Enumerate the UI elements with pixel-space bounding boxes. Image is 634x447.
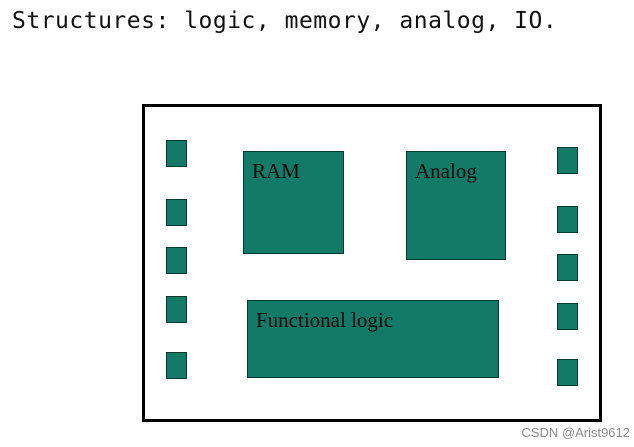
- slide-heading: Structures: logic, memory, analog, IO.: [12, 8, 558, 34]
- io-pad-right-1: [557, 147, 578, 174]
- io-pad-right-2: [557, 206, 578, 233]
- io-pad-left-5: [166, 352, 187, 379]
- chip-outline: RAM Analog Functional logic: [142, 104, 602, 422]
- io-pad-left-3: [166, 247, 187, 274]
- ram-block: RAM: [243, 151, 344, 254]
- csdn-watermark: CSDN @Arist9612: [521, 425, 630, 440]
- io-pad-left-1: [166, 140, 187, 167]
- functional-logic-block: Functional logic: [247, 300, 499, 378]
- io-pad-right-5: [557, 359, 578, 386]
- io-pad-right-3: [557, 254, 578, 281]
- io-pad-left-4: [166, 296, 187, 323]
- io-pad-right-4: [557, 303, 578, 330]
- analog-block: Analog: [406, 151, 506, 260]
- io-pad-left-2: [166, 199, 187, 226]
